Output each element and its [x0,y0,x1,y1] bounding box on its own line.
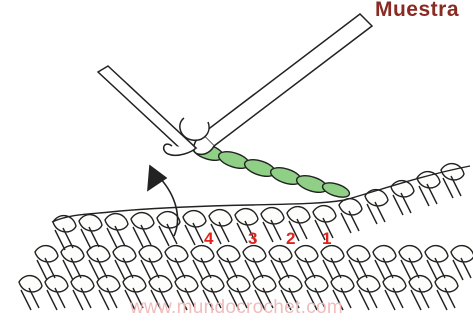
fabric-row-2 [35,246,473,280]
fabric-row-1 [53,164,464,250]
stitch-number-4: 4 [204,229,213,249]
stitch-number-1: 1 [322,229,331,249]
chain-stitches [191,140,352,200]
stitch-number-3: 3 [248,229,257,249]
fabric-rows [19,164,473,310]
watermark: www.mundocrochet.com [0,297,473,319]
stitch-number-2: 2 [286,229,295,249]
crochet-hook [194,14,372,154]
title: Muestra [375,0,459,22]
yarn-strand [98,66,209,155]
